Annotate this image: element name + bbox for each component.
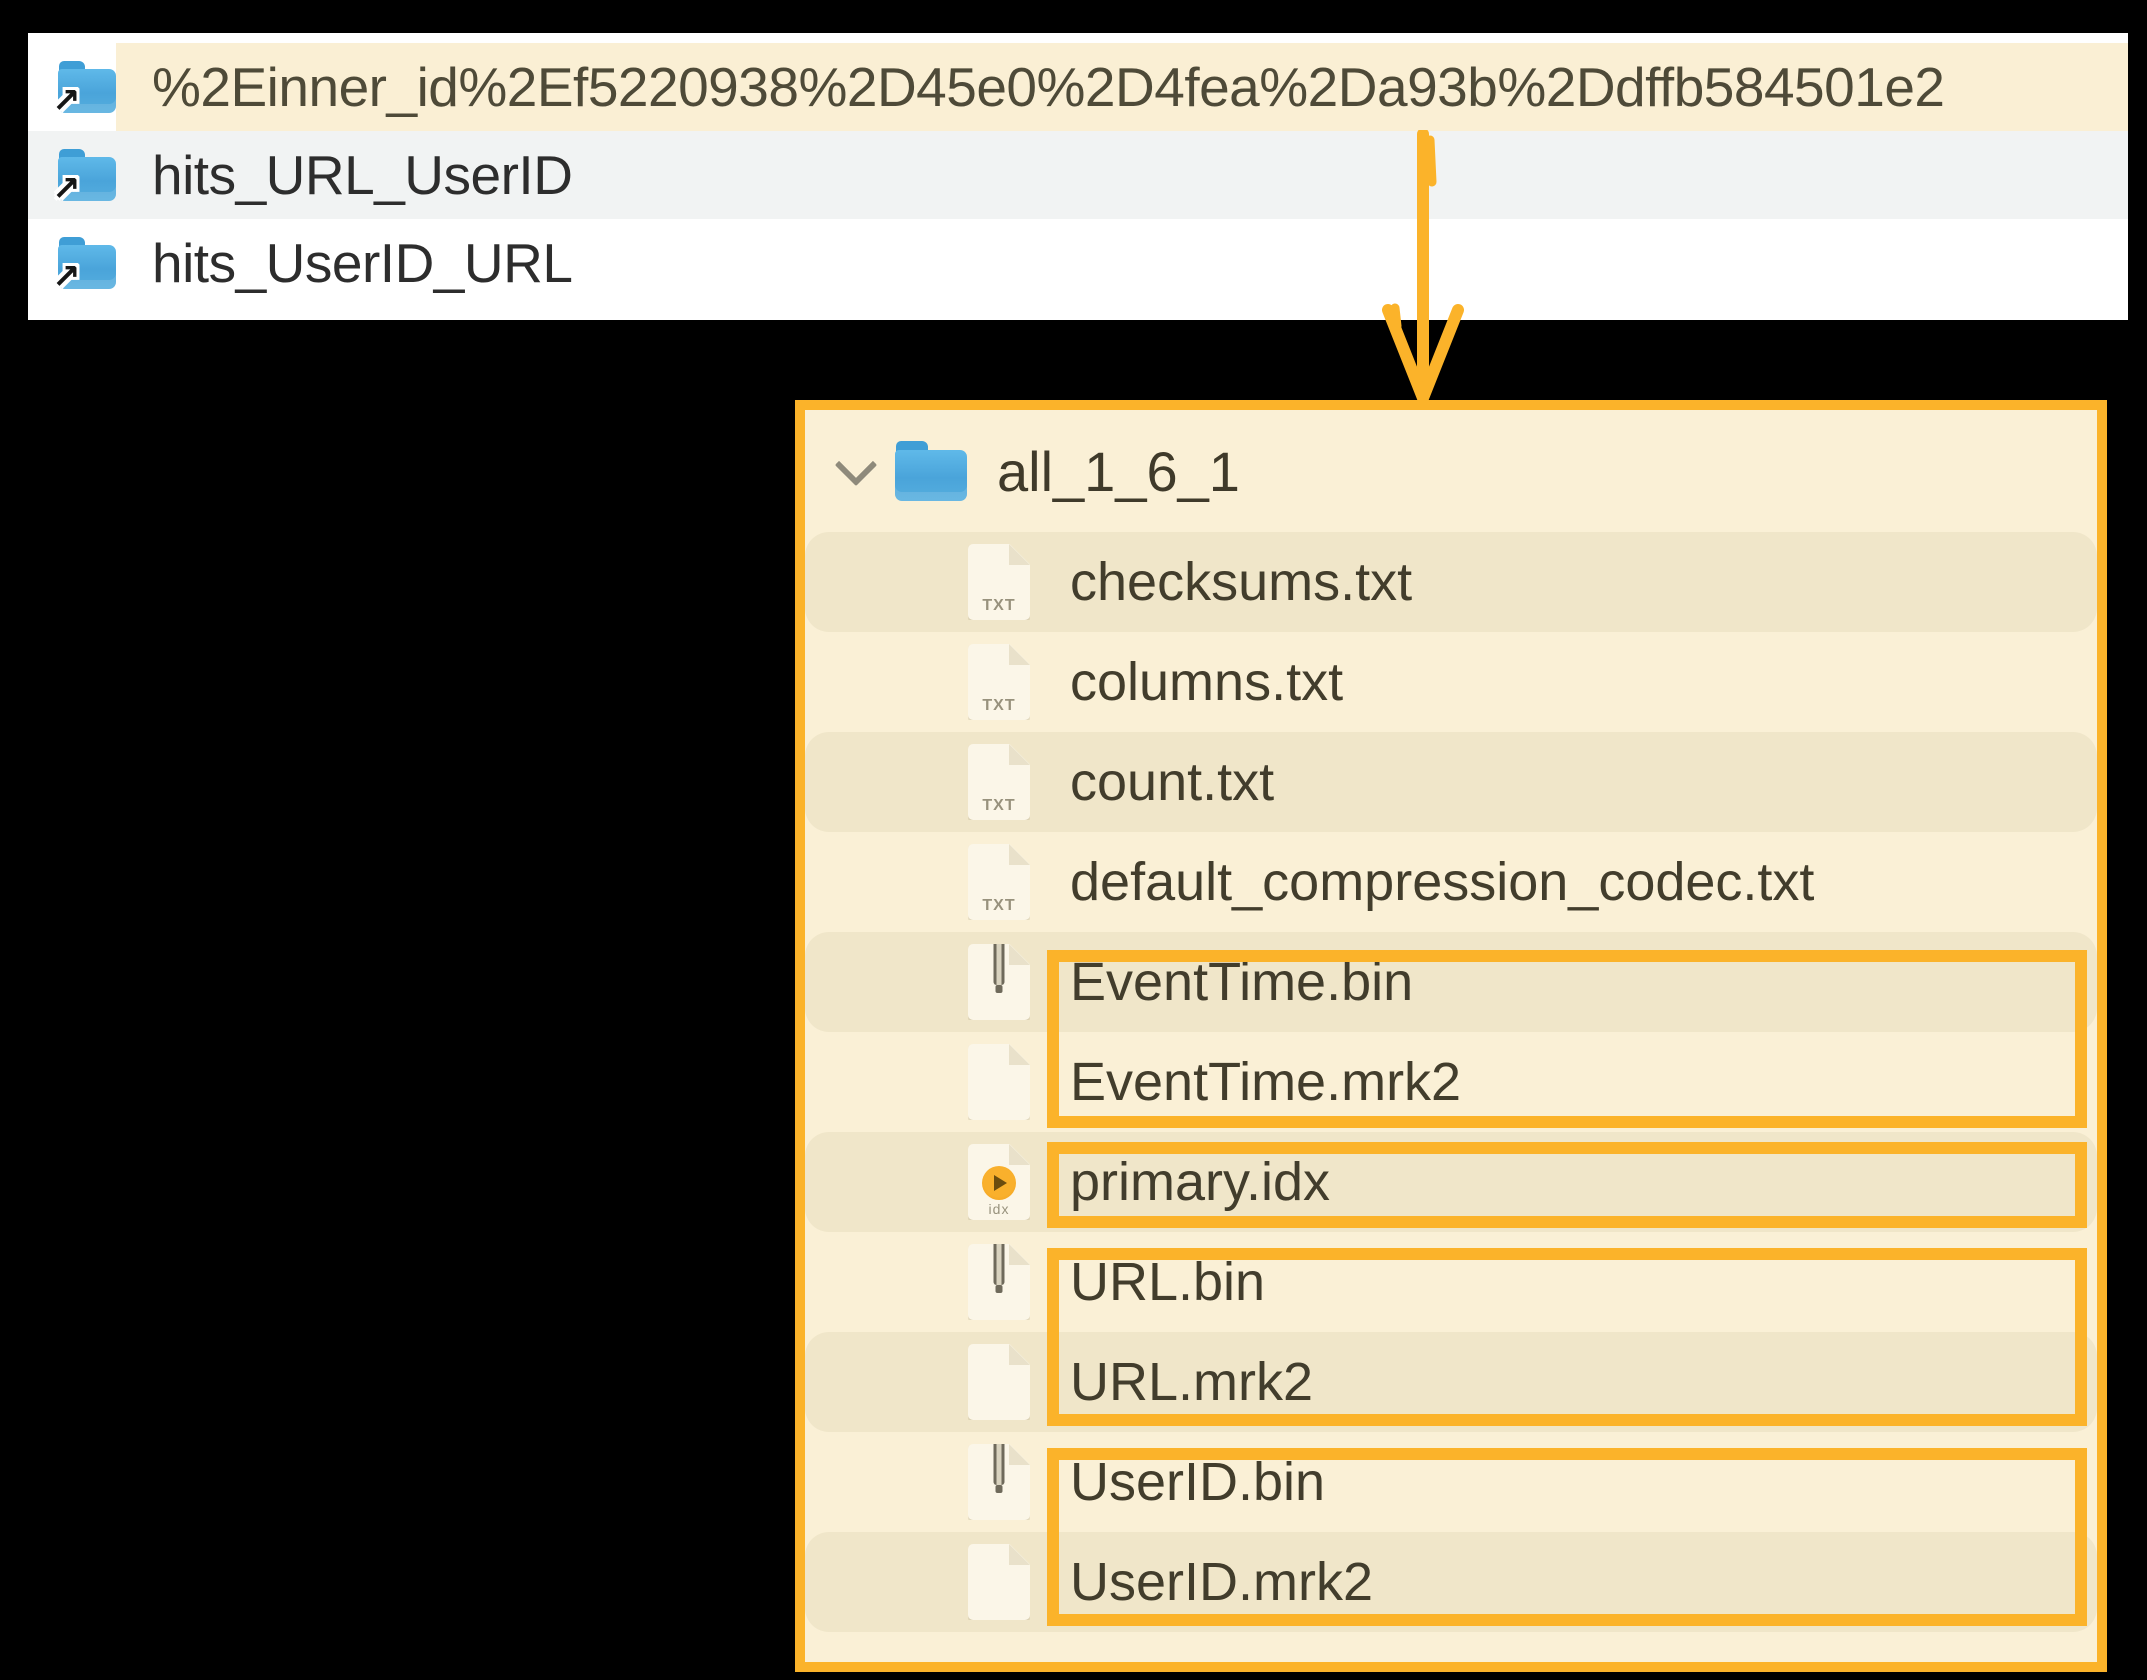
file-row-count[interactable]: TXT count.txt [805, 732, 2097, 832]
finder-list-panel: ↗ %2Einner_id%2Ef5220938%2D45e0%2D4fea%2… [28, 33, 2128, 320]
file-row-default-compression-codec[interactable]: TXT default_compression_codec.txt [805, 832, 2097, 932]
file-list: TXT checksums.txt TXT columns.txt TXT co… [805, 532, 2097, 1632]
disc-icon [982, 1166, 1016, 1200]
file-name: URL.mrk2 [1070, 1352, 1314, 1412]
annotation-arrow-down-icon [1382, 130, 1464, 404]
page-fold [1009, 844, 1030, 865]
file-name: default_compression_codec.txt [1070, 852, 1815, 912]
file-name: primary.idx [1070, 1152, 1331, 1212]
folder-icon [895, 441, 967, 501]
file-row-url-bin[interactable]: URL.bin [805, 1232, 2097, 1332]
bin-file-icon [968, 1244, 1030, 1320]
folder-tree-panel: all_1_6_1 TXT checksums.txt TXT columns.… [795, 400, 2107, 1672]
chevron-down-icon[interactable] [834, 443, 878, 487]
file-row-columns[interactable]: TXT columns.txt [805, 632, 2097, 732]
finder-row-hits-userid-url[interactable]: ↗ hits_UserID_URL [28, 219, 2128, 307]
txt-badge: TXT [982, 697, 1016, 714]
zipper-icon [993, 944, 1005, 993]
blank-file-icon [968, 1344, 1030, 1420]
folder-alias-icon: ↗ [52, 61, 116, 120]
file-name: count.txt [1070, 752, 1275, 812]
page-fold [1009, 1244, 1030, 1265]
page-fold [1009, 1344, 1030, 1365]
bin-file-icon [968, 944, 1030, 1020]
file-name: URL.bin [1070, 1252, 1266, 1312]
txt-badge: TXT [982, 797, 1016, 814]
blank-file-icon [968, 1544, 1030, 1620]
txt-file-icon: TXT [968, 844, 1030, 920]
page-fold [1009, 544, 1030, 565]
row-highlight: %2Einner_id%2Ef5220938%2D45e0%2D4fea%2Da… [116, 43, 2128, 131]
page-fold [1009, 944, 1030, 965]
alias-arrow-icon: ↗ [52, 82, 81, 120]
page-fold [1009, 1544, 1030, 1565]
page-fold [1009, 1144, 1030, 1165]
file-name: UserID.bin [1070, 1452, 1326, 1512]
folder-name: %2Einner_id%2Ef5220938%2D45e0%2D4fea%2Da… [152, 56, 1945, 118]
txt-file-icon: TXT [968, 644, 1030, 720]
folder-name: hits_UserID_URL [152, 232, 573, 294]
finder-row-inner-id[interactable]: ↗ %2Einner_id%2Ef5220938%2D45e0%2D4fea%2… [28, 43, 2128, 131]
file-name: columns.txt [1070, 652, 1344, 712]
page-fold [1009, 1044, 1030, 1065]
tree-folder-row[interactable]: all_1_6_1 [805, 410, 2097, 532]
file-row-userid-bin[interactable]: UserID.bin [805, 1432, 2097, 1532]
alias-arrow-icon: ↗ [52, 258, 81, 296]
file-row-checksums[interactable]: TXT checksums.txt [805, 532, 2097, 632]
folder-name: hits_URL_UserID [152, 144, 573, 206]
blank-file-icon [968, 1044, 1030, 1120]
file-row-eventtime-mrk2[interactable]: EventTime.mrk2 [805, 1032, 2097, 1132]
zipper-icon [993, 1244, 1005, 1293]
file-name: EventTime.mrk2 [1070, 1052, 1462, 1112]
alias-arrow-icon: ↗ [52, 170, 81, 208]
txt-badge: TXT [982, 897, 1016, 914]
bin-file-icon [968, 1444, 1030, 1520]
file-row-primary-idx[interactable]: idx primary.idx [805, 1132, 2097, 1232]
finder-row-hits-url-userid[interactable]: ↗ hits_URL_UserID [28, 131, 2128, 219]
zipper-icon [993, 1444, 1005, 1493]
folder-alias-icon: ↗ [52, 149, 116, 208]
folder-alias-icon: ↗ [52, 237, 116, 296]
txt-badge: TXT [982, 597, 1016, 614]
folder-name: all_1_6_1 [997, 439, 1240, 503]
page-fold [1009, 744, 1030, 765]
txt-file-icon: TXT [968, 544, 1030, 620]
file-name: EventTime.bin [1070, 952, 1414, 1012]
row-label-area: hits_UserID_URL [116, 219, 2128, 307]
file-name: UserID.mrk2 [1070, 1552, 1374, 1612]
row-label-area: hits_URL_UserID [116, 131, 2128, 219]
idx-badge: idx [988, 1201, 1010, 1217]
idx-file-icon: idx [968, 1144, 1030, 1220]
file-row-eventtime-bin[interactable]: EventTime.bin [805, 932, 2097, 1032]
page-fold [1009, 1444, 1030, 1465]
file-row-url-mrk2[interactable]: URL.mrk2 [805, 1332, 2097, 1432]
file-name: checksums.txt [1070, 552, 1413, 612]
txt-file-icon: TXT [968, 744, 1030, 820]
page-fold [1009, 644, 1030, 665]
file-row-userid-mrk2[interactable]: UserID.mrk2 [805, 1532, 2097, 1632]
